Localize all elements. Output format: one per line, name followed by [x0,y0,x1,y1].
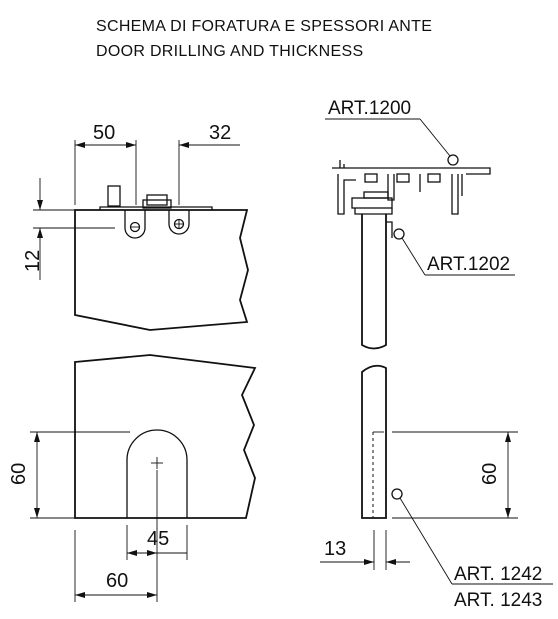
dim-32-label: 32 [209,122,231,144]
art-1242-label: ART. 1242 [454,564,542,585]
callout-art-1200: ART.1200 [325,98,459,166]
dimension-side-vertical: 60 [392,431,518,519]
door-side-bottom [361,364,387,519]
title-italian: SCHEMA DI FORATURA E SPESSORI ANTE [96,18,432,35]
dimension-bottom-offset: 60 [74,530,157,602]
art-1243-label: ART. 1243 [454,590,542,611]
dimension-side-thickness: 13 [320,530,410,570]
side-hanger [351,191,393,215]
door-bottom-panel [74,354,257,519]
rail-profile [332,160,491,215]
dim-12-label: 12 [22,250,44,272]
dimension-top-left: 50 [74,122,137,205]
callout-art-1242: ART. 1242 ART. 1243 [391,488,553,611]
dim-13-label: 13 [324,538,346,560]
dim-50-label: 50 [93,122,115,144]
callout-art-1202: ART.1202 [393,228,515,276]
title-english: DOOR DRILLING AND THICKNESS [96,43,363,60]
dimension-top-right: 32 [178,122,240,205]
dim-60-side-label: 60 [479,463,501,485]
door-top-panel [74,185,249,331]
dim-60-bottom-label: 60 [106,570,128,592]
art-1202-label: ART.1202 [427,254,510,275]
dimension-top-vertical: 12 [22,178,115,280]
art-1200-label: ART.1200 [328,98,411,119]
dim-45-label: 45 [147,528,169,550]
dimension-bottom-vertical: 60 [8,431,130,519]
door-side-top [361,214,393,350]
dim-60-left-label: 60 [8,463,30,485]
dimension-bottom-width: 45 [126,470,188,602]
